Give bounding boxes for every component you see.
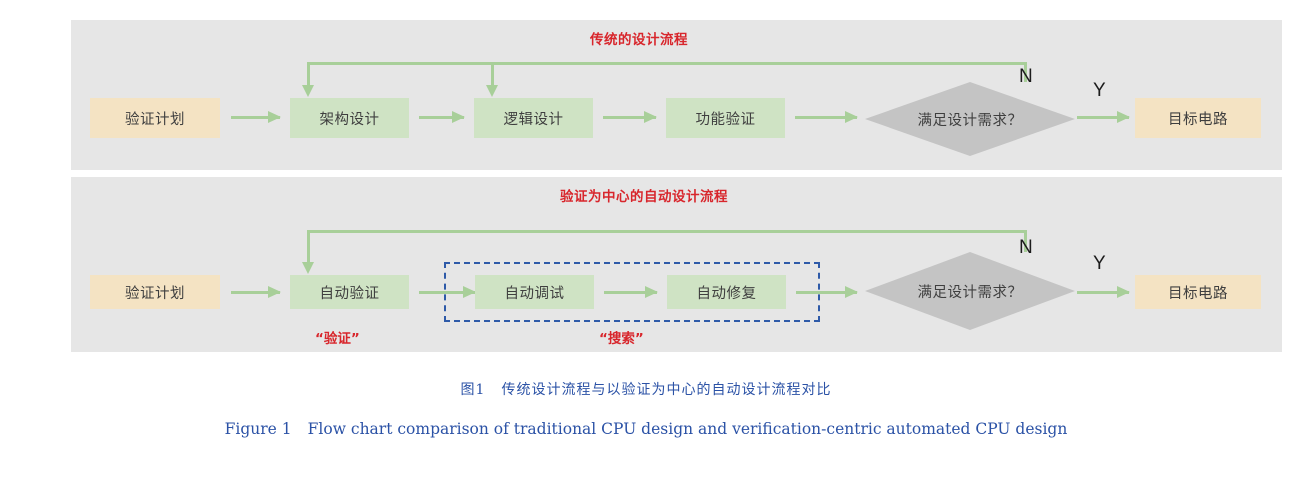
node-verification-plan[interactable]: 验证计划	[90, 275, 220, 309]
caption-english: Figure 1 Flow chart comparison of traditi…	[0, 420, 1292, 438]
annotation-search: “搜索”	[599, 331, 644, 347]
arrow-functional-to-decision	[795, 111, 858, 123]
node-target-circuit[interactable]: 目标电路	[1135, 98, 1261, 138]
decision-label: 满足设计需求？	[917, 284, 1023, 301]
node-label: 目标电路	[1168, 285, 1228, 302]
decision-meets-design-requirements[interactable]: 满足设计需求？	[865, 252, 1075, 330]
arrow-logic-to-functional	[603, 111, 657, 123]
feedback-arrow-to-architecture	[302, 62, 314, 97]
node-auto-repair[interactable]: 自动修复	[667, 275, 786, 309]
node-label: 功能验证	[695, 111, 756, 128]
node-functional-verification[interactable]: 功能验证	[666, 98, 785, 138]
feedback-arrow-to-logic	[486, 62, 498, 97]
node-architecture-design[interactable]: 架构设计	[290, 98, 409, 138]
arrow-decision-to-target	[1077, 286, 1130, 298]
node-label: 验证计划	[125, 285, 185, 302]
arrow-repair-to-decision	[796, 286, 858, 298]
node-label: 逻辑设计	[503, 111, 564, 128]
panel-automated-flow: 验证为中心的自动设计流程 验证计划 自动验证 自动调试 自动修复 满足设计需求？…	[71, 177, 1282, 352]
feedback-line-horizontal	[307, 62, 1027, 65]
panel-automated-title: 验证为中心的自动设计流程	[560, 189, 728, 205]
panel-traditional-title: 传统的设计流程	[590, 32, 688, 48]
node-label: 自动验证	[319, 285, 380, 302]
arrow-debug-to-repair	[604, 286, 658, 298]
decision-label: 满足设计需求？	[917, 112, 1023, 129]
branch-label-no: N	[1019, 237, 1033, 258]
node-label: 自动调试	[504, 285, 565, 302]
node-label: 自动修复	[696, 285, 757, 302]
node-auto-debug[interactable]: 自动调试	[475, 275, 594, 309]
caption-chinese: 图1 传统设计流程与以验证为中心的自动设计流程对比	[0, 379, 1292, 399]
node-label: 架构设计	[319, 111, 380, 128]
decision-meets-design-requirements[interactable]: 满足设计需求？	[865, 82, 1075, 156]
node-verification-plan[interactable]: 验证计划	[90, 98, 220, 138]
feedback-line-from-decision	[1024, 62, 1027, 82]
node-label: 目标电路	[1168, 111, 1228, 128]
branch-label-no: N	[1019, 66, 1033, 87]
caption-cn-label: 图1	[460, 382, 486, 398]
node-logic-design[interactable]: 逻辑设计	[474, 98, 593, 138]
arrow-plan-to-auto-verification	[231, 286, 281, 298]
annotation-verify: “验证”	[315, 331, 360, 347]
caption-en-text: Flow chart comparison of traditional CPU…	[307, 420, 1068, 438]
feedback-line-from-decision	[1024, 230, 1027, 252]
feedback-line-horizontal	[307, 230, 1027, 233]
node-target-circuit[interactable]: 目标电路	[1135, 275, 1261, 309]
node-auto-verification[interactable]: 自动验证	[290, 275, 409, 309]
branch-label-yes: Y	[1093, 80, 1106, 101]
arrow-plan-to-architecture	[231, 111, 281, 123]
arrow-architecture-to-logic	[419, 111, 465, 123]
arrow-auto-verification-to-debug	[419, 286, 476, 298]
caption-en-label: Figure 1	[224, 420, 292, 438]
feedback-arrow-to-auto-verification	[302, 230, 314, 274]
branch-label-yes: Y	[1093, 253, 1106, 274]
panel-traditional-flow: 传统的设计流程 验证计划 架构设计 逻辑设计 功能验证 满足设计需求？ N Y	[71, 20, 1282, 170]
node-label: 验证计划	[125, 111, 185, 128]
caption-cn-text: 传统设计流程与以验证为中心的自动设计流程对比	[501, 382, 832, 398]
arrow-decision-to-target	[1077, 111, 1130, 123]
